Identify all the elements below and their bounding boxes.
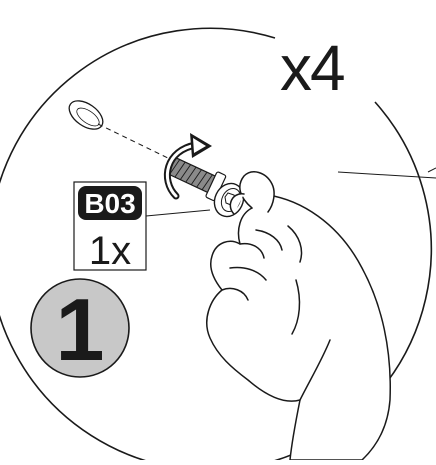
step-number-badge: 1 — [31, 279, 129, 379]
part-code: B03 — [84, 188, 135, 219]
leader-line-part — [146, 210, 210, 216]
hole-icon — [64, 95, 108, 135]
step-number: 1 — [56, 280, 105, 379]
part-quantity: 1x — [89, 229, 131, 273]
leader-line-right — [338, 172, 436, 178]
multiplier-label: x4 — [280, 32, 344, 104]
insertion-path — [98, 124, 172, 160]
leader-tick — [428, 168, 436, 172]
part-label: B03 1x — [74, 182, 146, 273]
hex-bolt-icon — [166, 153, 249, 221]
